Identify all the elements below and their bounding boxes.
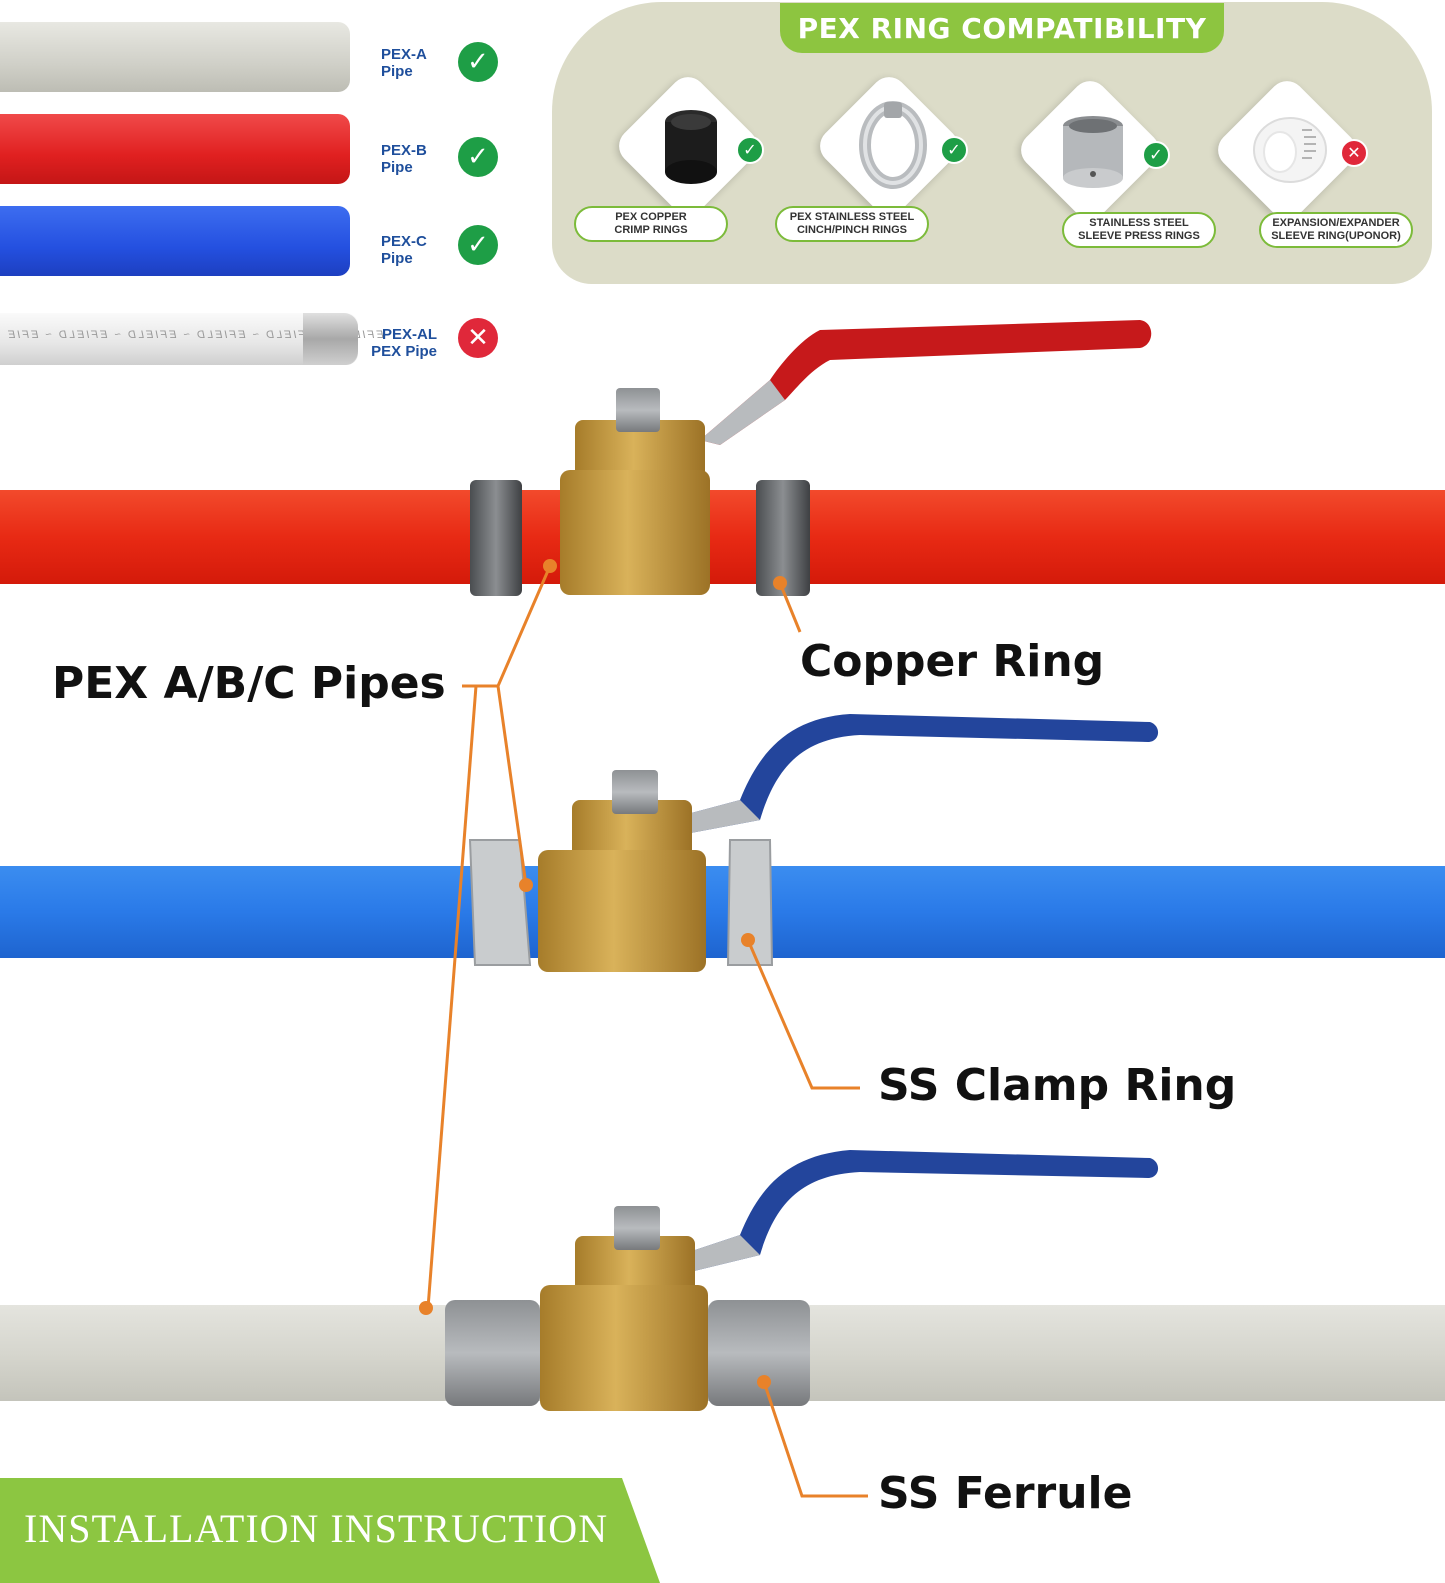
valve-nut: [612, 770, 658, 814]
pex-al-type: PEX-AL: [381, 326, 437, 343]
blue-pipe: [0, 866, 1445, 958]
cross-icon: ✕: [458, 318, 498, 358]
brass-ball-valve: [560, 470, 710, 595]
pex-c-pipe-image: [0, 206, 350, 276]
gray-pipe-assembly: [0, 1150, 1445, 1411]
pex-a-pipe-image: [0, 22, 350, 92]
check-icon: ✓: [458, 225, 498, 265]
pex-b-label: PEX-B Pipe: [381, 142, 427, 176]
copper-ring-right: [756, 480, 810, 596]
blue-valve-handle: [680, 1150, 1159, 1272]
ss-clamp-ring-left: [468, 839, 532, 966]
installation-banner: [0, 1478, 660, 1583]
ring-label-line2: SLEEVE PRESS RINGS: [1078, 230, 1200, 242]
installation-banner-text: INSTALLATION INSTRUCTION: [24, 1506, 609, 1551]
blue-valve-handle: [665, 714, 1159, 835]
brass-ball-valve: [538, 850, 706, 972]
copper-ring-callout: Copper Ring: [800, 636, 1105, 687]
red-pipe: [0, 490, 1445, 584]
pex-a-type: PEX-A: [381, 46, 427, 63]
check-icon: ✓: [458, 137, 498, 177]
check-icon: ✓: [1142, 141, 1170, 169]
copper-crimp-ring-icon: [665, 110, 717, 184]
ss-ferrule-callout: SS Ferrule: [878, 1468, 1133, 1519]
pex-b-type: PEX-B: [381, 142, 427, 159]
copper-ring-leader: [778, 582, 802, 633]
check-icon: ✓: [736, 136, 764, 164]
pex-al-pipe-image: EFIELD ~ EFIELD ~ EFIELD ~ EFIELD ~ EFIE…: [0, 313, 384, 365]
pex-b-pipe-word: Pipe: [381, 159, 413, 176]
compatibility-title: PEX RING COMPATIBILITY: [780, 3, 1224, 53]
pipes-callout: PEX A/B/C Pipes: [52, 658, 446, 709]
ring-label-line2: CRIMP RINGS: [614, 224, 688, 236]
ring-label-line1: PEX STAINLESS STEEL: [789, 211, 915, 223]
ring-label-line1: PEX COPPER: [615, 211, 687, 223]
ss-ferrule-left: [445, 1300, 540, 1406]
valve-nut: [616, 388, 660, 432]
ss-clamp-ring-callout: SS Clamp Ring: [878, 1060, 1237, 1111]
copper-ring-left: [470, 480, 522, 596]
valve-nut: [614, 1206, 660, 1250]
pex-c-pipe-word: Pipe: [381, 250, 413, 267]
pipe-end-cap: [303, 313, 358, 365]
ring-label-line1: STAINLESS STEEL: [1089, 217, 1189, 229]
blue-pipe-assembly: [0, 714, 1445, 972]
check-icon: ✓: [458, 42, 498, 82]
ferrule-leader: [762, 1381, 868, 1498]
pex-a-label: PEX-A Pipe: [381, 46, 427, 80]
pex-a-pipe-word: Pipe: [381, 63, 413, 80]
pex-b-pipe-image: [0, 114, 350, 184]
ring-label-line2: SLEEVE RING(UPONOR): [1271, 230, 1401, 242]
leader-lines: [426, 565, 868, 1498]
ss-ferrule-right: [708, 1300, 810, 1406]
sleeve-press-ring-icon: [1063, 116, 1123, 188]
red-valve-handle: [700, 320, 1152, 445]
ring-label-line1: EXPANSION/EXPANDER: [1272, 217, 1400, 229]
pex-c-type: PEX-C: [381, 233, 427, 250]
cross-icon: ✕: [1340, 139, 1368, 167]
red-pipe-assembly: [0, 320, 1445, 596]
clamp-ring-leader: [746, 939, 860, 1090]
ring-label-line2: CINCH/PINCH RINGS: [796, 224, 907, 236]
expansion-sleeve-ring-icon: [1253, 117, 1327, 183]
pex-al-pipe-word: PEX Pipe: [371, 343, 437, 360]
pex-c-label: PEX-C Pipe: [381, 233, 427, 267]
pipes-leader-blue: [496, 685, 528, 886]
pex-al-label: PEX-AL PEX Pipe: [367, 326, 437, 360]
pipes-leader-gray: [426, 685, 478, 1309]
ss-clamp-ring-right: [726, 839, 774, 966]
leader-dots: [419, 559, 787, 1389]
check-icon: ✓: [940, 136, 968, 164]
brass-ball-valve: [540, 1285, 708, 1411]
cinch-ring-icon: [859, 101, 927, 189]
